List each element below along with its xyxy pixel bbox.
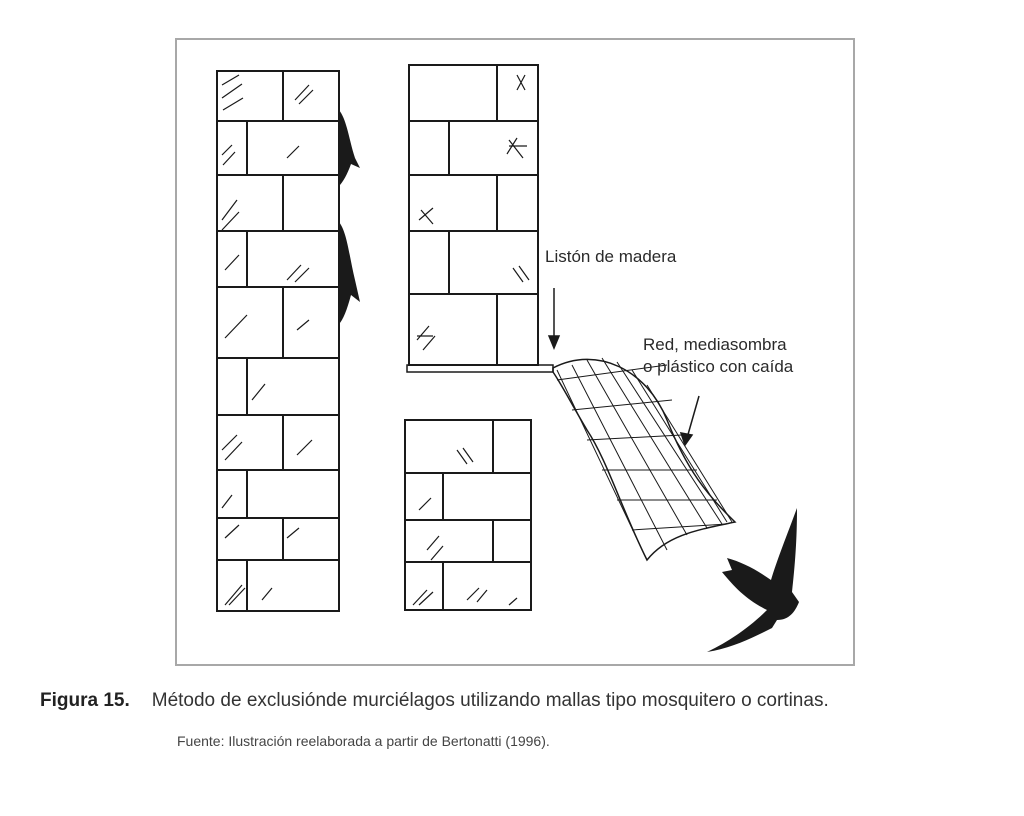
figure-number: Figura 15. [40,690,130,711]
net [552,357,737,562]
hanging-bats [339,110,360,324]
figure-caption: Figura 15. Método de exclusiónde murciéla… [40,690,829,712]
left-brick-wall [216,70,340,612]
net-arrow [679,395,700,447]
right-upper-brick-wall [408,64,539,366]
figure-frame: Listón de madera Red, mediasombra o plás… [175,38,855,666]
bat-exclusion-illustration [216,64,799,652]
slat-label: Listón de madera [545,247,677,266]
flying-bat-icon [707,508,799,652]
caption-text: Método de exclusiónde murciélagos utiliz… [151,690,829,711]
right-lower-brick-wall [404,419,532,611]
slat-arrow [547,288,561,350]
figure-source: Fuente: Ilustración reelaborada a partir… [177,733,550,749]
wooden-slat [406,364,554,373]
net-label-line2: o plástico con caída [643,357,794,376]
net-label-line1: Red, mediasombra [643,335,787,354]
